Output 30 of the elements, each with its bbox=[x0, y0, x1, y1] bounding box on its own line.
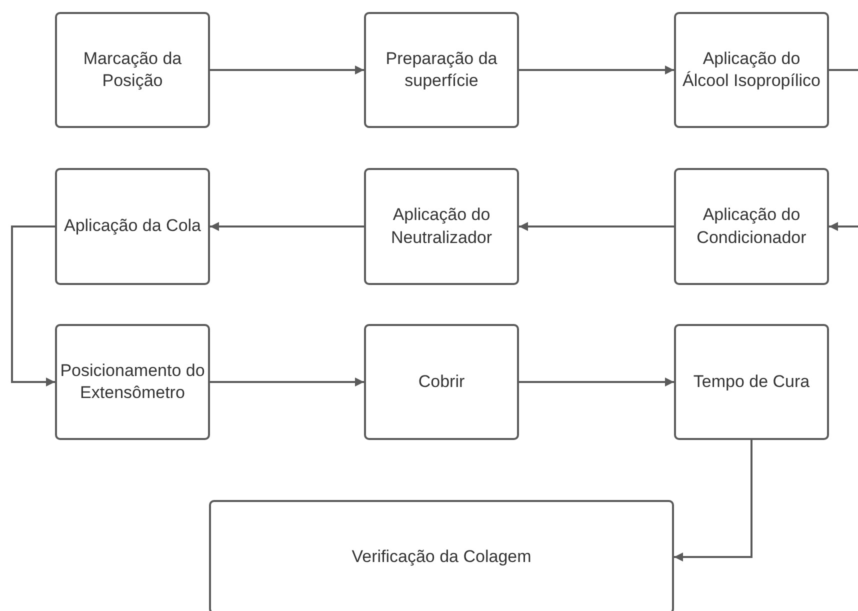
step-label: Cobrir bbox=[418, 370, 465, 393]
arrow bbox=[210, 222, 364, 231]
process-box bbox=[674, 324, 829, 440]
process-box bbox=[364, 324, 519, 440]
process-box bbox=[55, 12, 210, 128]
process-box bbox=[55, 324, 210, 440]
arrow bbox=[210, 66, 364, 74]
step-label: Verificação da Colagem bbox=[352, 546, 532, 568]
step-label: Aplicação do Neutralizador bbox=[390, 204, 494, 248]
step-label: Tempo de Cura bbox=[693, 370, 810, 393]
process-box bbox=[674, 12, 829, 128]
process-box bbox=[209, 500, 674, 611]
arrow bbox=[11, 226, 55, 386]
connector-line bbox=[829, 69, 858, 71]
process-box bbox=[364, 168, 519, 285]
step-label: Preparação da superfície bbox=[384, 48, 498, 92]
arrow bbox=[519, 66, 674, 74]
process-box bbox=[55, 168, 210, 285]
step-label: Aplicação do Álcool Isopropílico bbox=[682, 48, 822, 92]
arrow bbox=[210, 378, 364, 386]
process-box bbox=[674, 168, 829, 285]
process-box bbox=[364, 12, 519, 128]
arrow bbox=[519, 222, 674, 231]
step-label: Posicionamento do Extensômetro bbox=[59, 360, 206, 404]
arrow bbox=[829, 222, 858, 231]
step-label: Marcação da Posição bbox=[82, 48, 183, 92]
arrow bbox=[519, 378, 674, 386]
arrow bbox=[674, 440, 752, 562]
step-label: Aplicação do Condicionador bbox=[696, 204, 808, 248]
step-label: Aplicação da Cola bbox=[64, 215, 202, 238]
